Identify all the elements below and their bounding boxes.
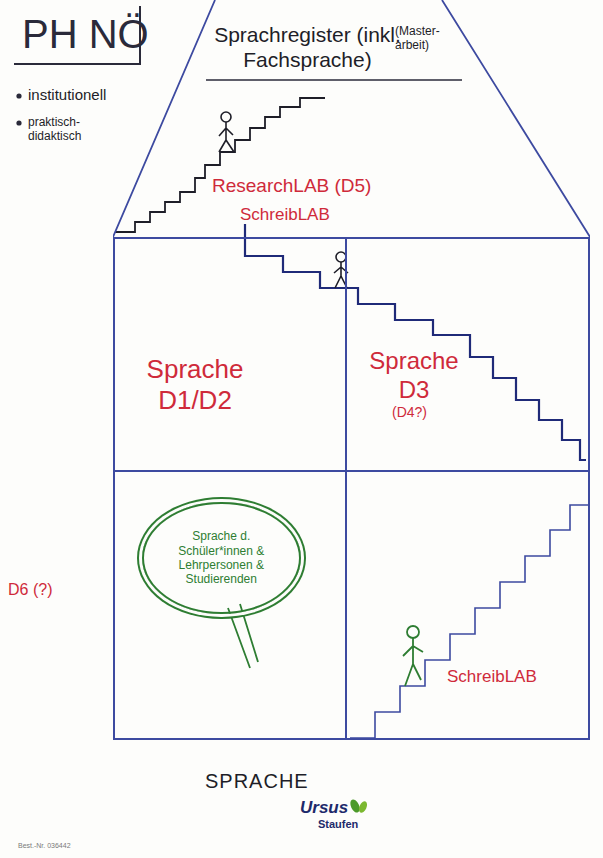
roof-heading: Sprachregister (inkl. Fachsprache)	[205, 22, 410, 72]
room: Sprache D3(D4?)	[347, 239, 588, 472]
roof: Sprachregister (inkl. Fachsprache)(Maste…	[113, 0, 590, 237]
bubble-tail	[228, 604, 258, 668]
article-number: Best.-Nr. 036442	[18, 842, 71, 850]
brand-logo: Ursus	[300, 798, 348, 818]
room-label: Sprache D1/D2	[125, 354, 265, 416]
bullet	[16, 93, 21, 98]
brand-logo: Staufen	[318, 818, 358, 831]
room-label: Sprache D3	[364, 347, 464, 405]
page-title: PH NÖ	[22, 10, 149, 58]
lab-label: SchreibLAB	[240, 205, 330, 225]
speech-bubble: Sprache d. Schüler*innen & Lehrpersonen …	[142, 502, 301, 614]
room: Sprache D1/D2	[115, 239, 347, 472]
stick-figure	[219, 112, 234, 152]
lab-label: ResearchLAB (D5)	[212, 175, 371, 198]
house-body: SPRACHESprache D1/D2Sprache D3(D4?)Sprac…	[113, 237, 590, 740]
note-text: praktisch-didaktisch	[28, 115, 118, 144]
foundation-label: SPRACHE	[205, 769, 309, 793]
bubble-text: Sprache d. Schüler*innen & Lehrpersonen …	[169, 529, 273, 587]
note-text: (Master-arbeit)	[395, 24, 451, 53]
bullet	[16, 120, 21, 125]
heading-underline	[206, 79, 462, 81]
side-label: D6 (?)	[8, 580, 52, 599]
roof-line	[113, 0, 590, 237]
lab-label: SchreibLAB	[447, 667, 537, 687]
stairs	[350, 505, 588, 738]
stairs	[245, 224, 586, 460]
room: SchreibLAB	[345, 472, 588, 738]
note-text: institutionell	[28, 86, 106, 104]
logo-icon	[348, 798, 368, 814]
room-note: (D4?)	[392, 404, 427, 421]
stick-figure	[403, 626, 423, 686]
